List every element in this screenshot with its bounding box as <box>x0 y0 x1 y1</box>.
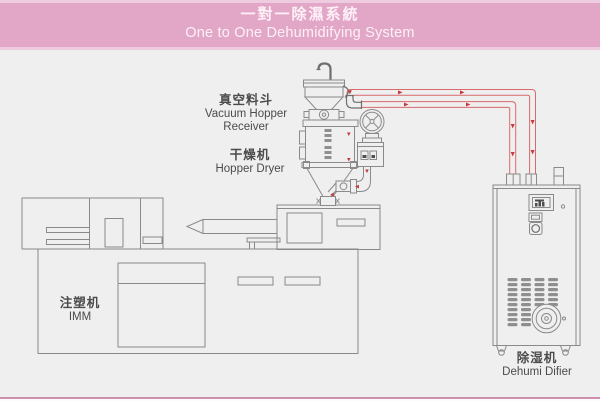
elbow-fitting <box>345 94 363 109</box>
dehumidifier-drawing <box>492 167 581 356</box>
hopper-dryer-label: 干燥机 Hopper Dryer <box>170 148 330 176</box>
vacuum-hopper-receiver-drawing <box>303 62 349 121</box>
label-zh: 除湿机 <box>516 351 558 365</box>
imm-label: 注塑机 IMM <box>20 296 140 324</box>
label-en: Vacuum Hopper <box>204 107 288 120</box>
imm-cabinet <box>117 262 206 348</box>
knob <box>529 222 543 235</box>
inlet-pipe-icon <box>317 62 332 80</box>
tie-bar <box>46 227 90 233</box>
control-panel <box>528 194 554 211</box>
dehumidifier-label: 除湿机 Dehumi Difier <box>467 351 600 379</box>
label-zh: 真空料斗 <box>218 93 273 107</box>
label-zh: 干燥机 <box>229 148 271 162</box>
imm-base <box>37 248 359 354</box>
mold <box>104 218 124 248</box>
header-banner: 一對一除濕系統 One to One Dehumidifying System <box>0 0 600 50</box>
bottom-margin <box>0 398 600 401</box>
switch <box>528 212 543 222</box>
caster <box>559 345 572 352</box>
label-en: Hopper Dryer <box>215 162 285 175</box>
vacuum-hopper-receiver-label: 真空料斗 Vacuum Hopper Receiver <box>166 93 326 135</box>
flow-arrows <box>330 90 535 197</box>
header-title-en: One to One Dehumidifying System <box>185 25 415 41</box>
label-en: IMM <box>68 310 92 323</box>
nozzle-tip <box>185 219 204 234</box>
label-en: Dehumi Difier <box>502 365 572 378</box>
header-title-zh: 一對一除濕系統 <box>240 6 360 23</box>
imm-drawing <box>21 197 381 354</box>
clamp-knob <box>318 109 330 120</box>
tie-bar <box>46 239 90 245</box>
injection-barrel <box>202 219 278 234</box>
label-en: Receiver <box>223 121 269 133</box>
label-zh: 注塑机 <box>59 296 101 310</box>
bottom-divider <box>0 397 600 399</box>
screw-icon <box>560 204 566 209</box>
blower-assembly-drawing <box>327 109 385 197</box>
caster <box>495 345 508 352</box>
screw-icon <box>562 316 566 321</box>
pipe-lower <box>361 101 517 174</box>
dryer-discharge <box>320 196 336 206</box>
